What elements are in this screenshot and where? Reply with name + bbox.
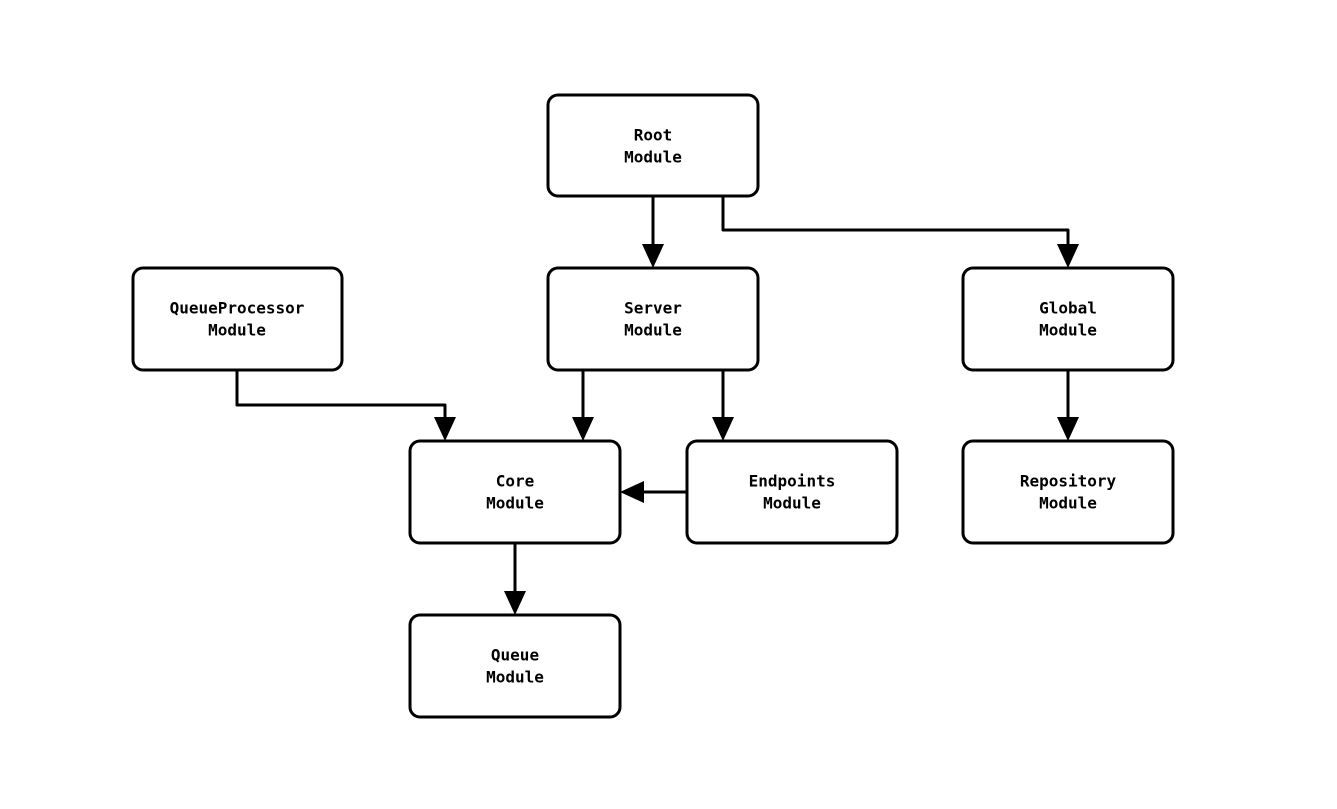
node-box[interactable] [546, 93, 760, 198]
edge-root-to-server [642, 196, 664, 268]
node-box[interactable] [131, 266, 344, 372]
node-endpoints-module[interactable]: Endpoints Module [685, 439, 899, 545]
edge-line [721, 196, 1070, 250]
node-label-line1: Core [496, 472, 535, 491]
node-label-line1: Repository [1020, 472, 1117, 491]
node-label-line2: Module [486, 494, 544, 513]
node-label-line1: Global [1039, 299, 1097, 318]
node-label-line2: Module [208, 321, 266, 340]
arrowhead-icon [1057, 244, 1079, 268]
node-label-line1: Endpoints [749, 472, 836, 491]
node-box[interactable] [961, 266, 1175, 372]
edge-root-to-global [721, 196, 1079, 268]
node-label-line2: Module [624, 148, 682, 167]
arrowhead-icon [572, 417, 594, 441]
node-server-module[interactable]: Server Module [546, 266, 760, 372]
edge-server-to-core [572, 370, 594, 441]
arrowhead-icon [434, 417, 456, 441]
node-label-line2: Module [1039, 494, 1097, 513]
edge-endpoints-to-core [620, 481, 687, 503]
node-root-module[interactable]: Root Module [546, 93, 760, 198]
arrowhead-icon [642, 244, 664, 268]
node-label-line2: Module [763, 494, 821, 513]
arrowhead-icon [1057, 417, 1079, 441]
node-global-module[interactable]: Global Module [961, 266, 1175, 372]
node-label-line1: Server [624, 299, 682, 318]
node-queue-module[interactable]: Queue Module [408, 613, 622, 719]
arrowhead-icon [712, 417, 734, 441]
node-label-line1: QueueProcessor [170, 299, 305, 318]
node-box[interactable] [408, 439, 622, 545]
arrowhead-icon [504, 591, 526, 615]
edge-global-to-repository [1057, 370, 1079, 441]
edge-core-to-queue [504, 543, 526, 615]
node-box[interactable] [685, 439, 899, 545]
node-label-line2: Module [1039, 321, 1097, 340]
node-label-line2: Module [486, 668, 544, 687]
node-label-line2: Module [624, 321, 682, 340]
node-box[interactable] [408, 613, 622, 719]
edge-queueprocessor-to-core [235, 370, 456, 441]
node-repository-module[interactable]: Repository Module [961, 439, 1175, 545]
node-label-line1: Root [634, 126, 673, 145]
edge-server-to-endpoints [712, 370, 734, 441]
node-queueprocessor-module[interactable]: QueueProcessor Module [131, 266, 344, 372]
arrowhead-icon [620, 481, 644, 503]
node-label-line1: Queue [491, 646, 539, 665]
node-core-module[interactable]: Core Module [408, 439, 622, 545]
edge-line [235, 370, 447, 423]
node-box[interactable] [546, 266, 760, 372]
node-box[interactable] [961, 439, 1175, 545]
